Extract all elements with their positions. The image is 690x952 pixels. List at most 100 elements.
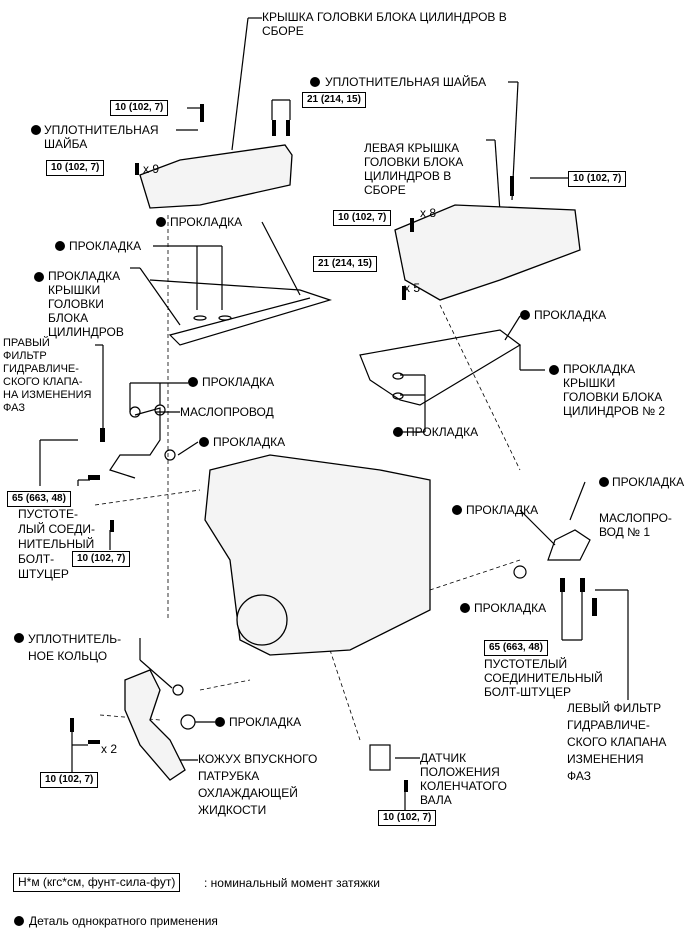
label-line: ШТУЦЕР	[18, 567, 69, 581]
label-line: СБОРЕ	[262, 24, 304, 38]
multiplier-label: x 5	[404, 281, 421, 295]
torque-spec: 21 (214, 15)	[313, 256, 377, 272]
label-line: ШАЙБА	[44, 137, 88, 151]
single-use-icon	[215, 717, 225, 727]
single-use-icon	[452, 505, 462, 515]
label-line: ВОД № 1	[599, 525, 651, 539]
label-line: ВАЛА	[420, 793, 452, 807]
torque-spec: 10 (102, 7)	[40, 772, 99, 788]
label-gasket: ПРОКЛАДКА	[229, 715, 302, 729]
multiplier-label: x 2	[101, 742, 118, 756]
label-gasket: ПРОКЛАДКА	[534, 308, 607, 322]
legend-single-use-text: Деталь однократного применения	[29, 914, 218, 928]
label-left-head-cover: ЛЕВАЯ КРЫШКА ГОЛОВКИ БЛОКА ЦИЛИНДРОВ В С…	[364, 141, 463, 197]
label-line: ПРАВЫЙ	[3, 337, 50, 349]
label-head-cover-gasket-2: ПРОКЛАДКА КРЫШКИ ГОЛОВКИ БЛОКА ЦИЛИНДРОВ…	[563, 362, 665, 418]
torque-spec: 10 (102, 7)	[333, 210, 392, 226]
label-line: БОЛТ-	[18, 552, 55, 566]
label-line: КОЛЕНЧАТОГО	[420, 779, 507, 793]
label-line: СБОРЕ	[364, 183, 406, 197]
label-line: ГОЛОВКИ	[48, 297, 104, 311]
label-line: ФИЛЬТР	[3, 350, 47, 362]
label-gasket: ПРОКЛАДКА	[69, 239, 142, 253]
multiplier-label: x 8	[420, 206, 437, 220]
single-use-icon	[310, 77, 320, 87]
label-line: КОЖУХ ВПУСКНОГО	[198, 752, 318, 766]
label-line: ДАТЧИК	[420, 751, 467, 765]
label-line: НИТЕЛЬНЫЙ	[18, 537, 95, 551]
label-line: КРЫШКИ	[48, 283, 101, 297]
label-line: ЖИДКОСТИ	[198, 803, 267, 817]
label-line: ГИДРАВЛИЧЕ-	[567, 718, 650, 732]
single-use-icon	[14, 916, 24, 926]
label-oil-pipe: МАСЛОПРОВОД	[180, 405, 274, 419]
label-line: ПОЛОЖЕНИЯ	[420, 765, 500, 779]
single-use-icon	[55, 241, 65, 251]
torque-spec: 65 (663, 48)	[484, 640, 548, 656]
label-line: БЛОКА	[48, 311, 89, 325]
label-line: МАСЛОПРО-	[599, 511, 672, 525]
label-line: КРЫШКА ГОЛОВКИ БЛОКА ЦИЛИНДРОВ В	[262, 10, 507, 24]
label-line: ПУСТОТЕЛЫЙ	[484, 657, 568, 671]
label-line: БОЛТ-ШТУЦЕР	[484, 685, 571, 699]
label-line: НА ИЗМЕНЕНИЯ	[3, 389, 92, 401]
label-seal-washer-left: УПЛОТНИТЕЛЬНАЯ ШАЙБА	[44, 123, 159, 151]
label-line: СКОГО КЛАПАНА	[567, 735, 667, 749]
torque-spec: 21 (214, 15)	[302, 92, 366, 108]
label-coolant-housing: КОЖУХ ВПУСКНОГО ПАТРУБКА ОХЛАЖДАЮЩЕЙ ЖИД…	[198, 751, 317, 819]
label-line: ЦИЛИНДРОВ	[48, 325, 124, 339]
multiplier-label: x 9	[143, 162, 160, 176]
label-seal-ring: УПЛОТНИТЕЛЬ- НОЕ КОЛЬЦО	[28, 631, 121, 665]
label-line: ПРОКЛАДКА	[563, 362, 636, 376]
label-line: ГОЛОВКИ БЛОКА	[563, 390, 663, 404]
label-gasket: ПРОКЛАДКА	[612, 475, 685, 489]
single-use-icon	[199, 437, 209, 447]
label-line: ПУСТОТЕ-	[18, 507, 78, 521]
single-use-icon	[34, 272, 44, 282]
label-line: ФАЗ	[567, 769, 591, 783]
label-head-cover-gasket: ПРОКЛАДКА КРЫШКИ ГОЛОВКИ БЛОКА ЦИЛИНДРОВ	[48, 269, 124, 339]
label-line: ИЗМЕНЕНИЯ	[567, 752, 644, 766]
label-line: ПАТРУБКА	[198, 769, 260, 783]
single-use-icon	[31, 125, 41, 135]
label-line: ГИДРАВЛИЧЕ-	[3, 363, 79, 375]
label-line: СКОГО КЛАПА-	[3, 376, 83, 388]
single-use-icon	[599, 477, 609, 487]
label-line: ФАЗ	[3, 402, 25, 414]
torque-spec: 10 (102, 7)	[46, 160, 105, 176]
torque-spec: 65 (663, 48)	[7, 491, 71, 507]
label-seal-washer-top: УПЛОТНИТЕЛЬНАЯ ШАЙБА	[325, 75, 487, 89]
label-line: ГОЛОВКИ БЛОКА	[364, 155, 464, 169]
single-use-icon	[156, 217, 166, 227]
label-line: СОЕДИНИТЕЛЬНЫЙ	[484, 671, 603, 685]
legend-torque-box: Н*м (кгс*см, фунт-сила-фут)	[13, 873, 181, 892]
single-use-icon	[520, 310, 530, 320]
torque-spec: 10 (102, 7)	[378, 810, 437, 826]
torque-spec: 10 (102, 7)	[568, 171, 627, 187]
single-use-icon	[188, 377, 198, 387]
label-gasket: ПРОКЛАДКА	[213, 435, 286, 449]
label-line: ОХЛАЖДАЮЩЕЙ	[198, 786, 298, 800]
label-line: ЦИЛИНДРОВ В	[364, 169, 452, 183]
single-use-icon	[14, 633, 24, 643]
label-gasket: ПРОКЛАДКА	[474, 601, 547, 615]
torque-spec: 10 (102, 7)	[72, 551, 131, 567]
label-union-bolt-left: ПУСТОТЕ- ЛЫЙ СОЕДИ- НИТЕЛЬНЫЙ БОЛТ- ШТУЦ…	[18, 507, 95, 582]
label-line: ЦИЛИНДРОВ № 2	[563, 404, 666, 418]
label-gasket: ПРОКЛАДКА	[466, 503, 539, 517]
legend-torque-text: : номинальный момент затяжки	[204, 876, 380, 890]
label-line: ЛЕВАЯ КРЫШКА	[364, 141, 460, 155]
label-gasket: ПРОКЛАДКА	[406, 425, 479, 439]
label-gasket: ПРОКЛАДКА	[202, 375, 275, 389]
torque-spec: 10 (102, 7)	[110, 100, 169, 116]
single-use-icon	[393, 427, 403, 437]
label-head-cover-assy: КРЫШКА ГОЛОВКИ БЛОКА ЦИЛИНДРОВ В СБОРЕ	[262, 10, 507, 38]
label-crank-sensor: ДАТЧИК ПОЛОЖЕНИЯ КОЛЕНЧАТОГО ВАЛА	[420, 751, 507, 807]
label-gasket: ПРОКЛАДКА	[170, 215, 243, 229]
label-line: УПЛОТНИТЕЛЬ-	[28, 632, 122, 646]
single-use-icon	[549, 365, 559, 375]
label-left-filter: ЛЕВЫЙ ФИЛЬТР ГИДРАВЛИЧЕ- СКОГО КЛАПАНА И…	[567, 700, 666, 785]
label-line: КРЫШКИ	[563, 376, 616, 390]
